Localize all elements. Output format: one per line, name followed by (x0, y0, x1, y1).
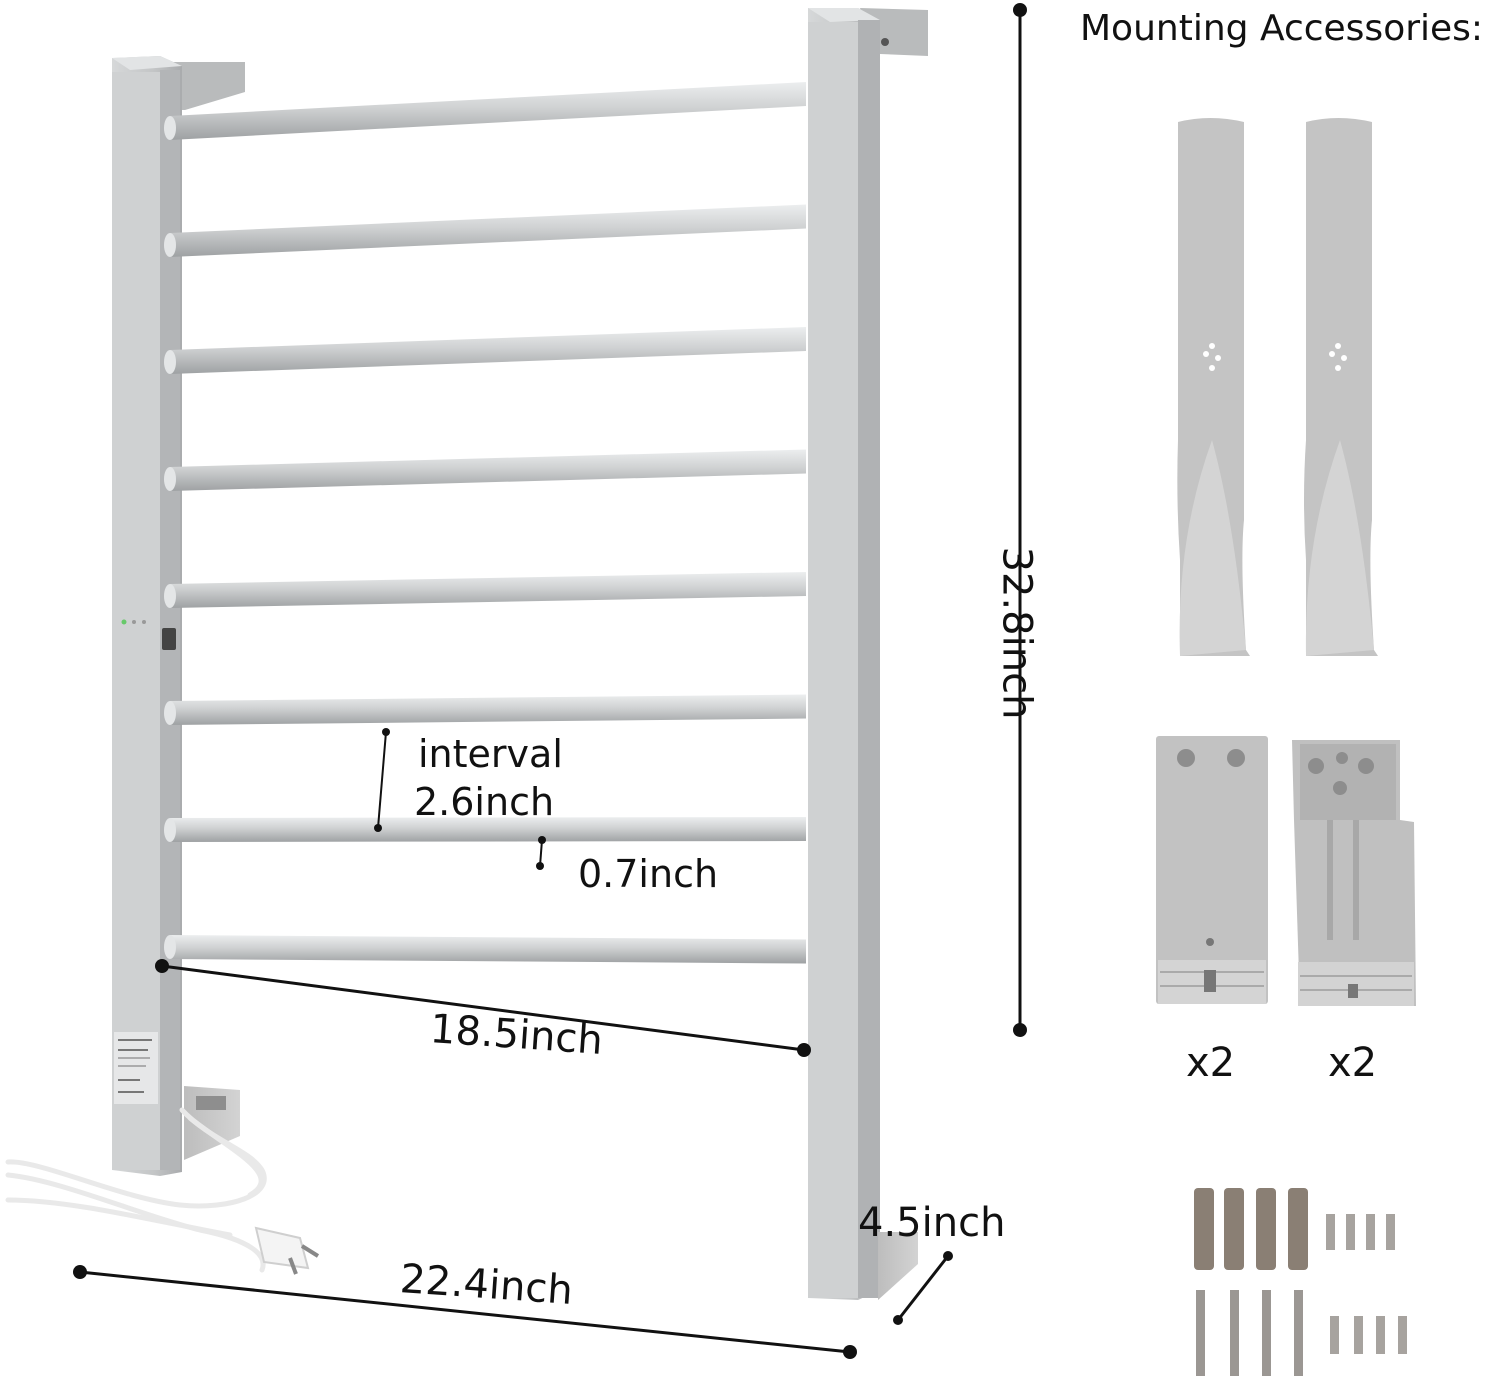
top-wall-bracket-left (168, 62, 245, 110)
rail-end-cap (164, 935, 176, 959)
quantity-label-open-block: x2 (1328, 1040, 1378, 1086)
interval-dimension-line (374, 728, 390, 832)
plug (254, 1226, 320, 1275)
base-block-open (1292, 740, 1416, 1006)
accessories-title: Mounting Accessories: (1080, 8, 1484, 49)
control-panel (121, 619, 176, 650)
height-dimension-line (1013, 3, 1027, 1037)
rail-end-cap (164, 116, 176, 140)
width-dimension-line (73, 1265, 857, 1359)
rail-end-cap (164, 467, 176, 491)
short-screws-bottom (1330, 1316, 1407, 1354)
rail-2 (170, 204, 806, 257)
interval-label: interval (418, 732, 563, 776)
left-post (112, 56, 182, 1176)
height-label: 32.8inch (993, 546, 1040, 720)
bottom-wall-bracket-right (878, 1232, 918, 1300)
power-cord (5, 1107, 267, 1273)
quantity-label-closed-block: x2 (1186, 1040, 1236, 1086)
rail-end-cap (164, 818, 176, 842)
rail-5 (170, 572, 806, 608)
rail-end-cap (164, 701, 176, 725)
rails-group (164, 82, 806, 964)
depth-label: 4.5inch (858, 1200, 1006, 1246)
strap-bracket-2 (1304, 118, 1378, 656)
rail-1 (170, 82, 806, 140)
strap-bracket-1 (1177, 118, 1250, 656)
rail-end-cap (164, 233, 176, 257)
right-post (808, 8, 880, 1300)
rail-diameter-label: 0.7inch (578, 852, 719, 896)
diameter-dimension-line (536, 836, 546, 870)
base-block-closed (1156, 736, 1268, 1004)
rail-7 (170, 817, 806, 842)
product-label-sticker (114, 1032, 158, 1104)
rail-4 (170, 449, 806, 491)
long-screws (1196, 1290, 1303, 1376)
wall-anchors (1194, 1188, 1308, 1270)
rail-3 (170, 327, 806, 374)
rail-8 (170, 935, 806, 964)
rail-6 (170, 694, 806, 725)
rail-end-cap (164, 350, 176, 374)
rail-length-dimension-line (155, 959, 811, 1057)
short-screws-top (1326, 1214, 1395, 1250)
interval-value: 2.6inch (414, 780, 555, 824)
depth-dimension-line (893, 1251, 953, 1325)
rail-end-cap (164, 584, 176, 608)
